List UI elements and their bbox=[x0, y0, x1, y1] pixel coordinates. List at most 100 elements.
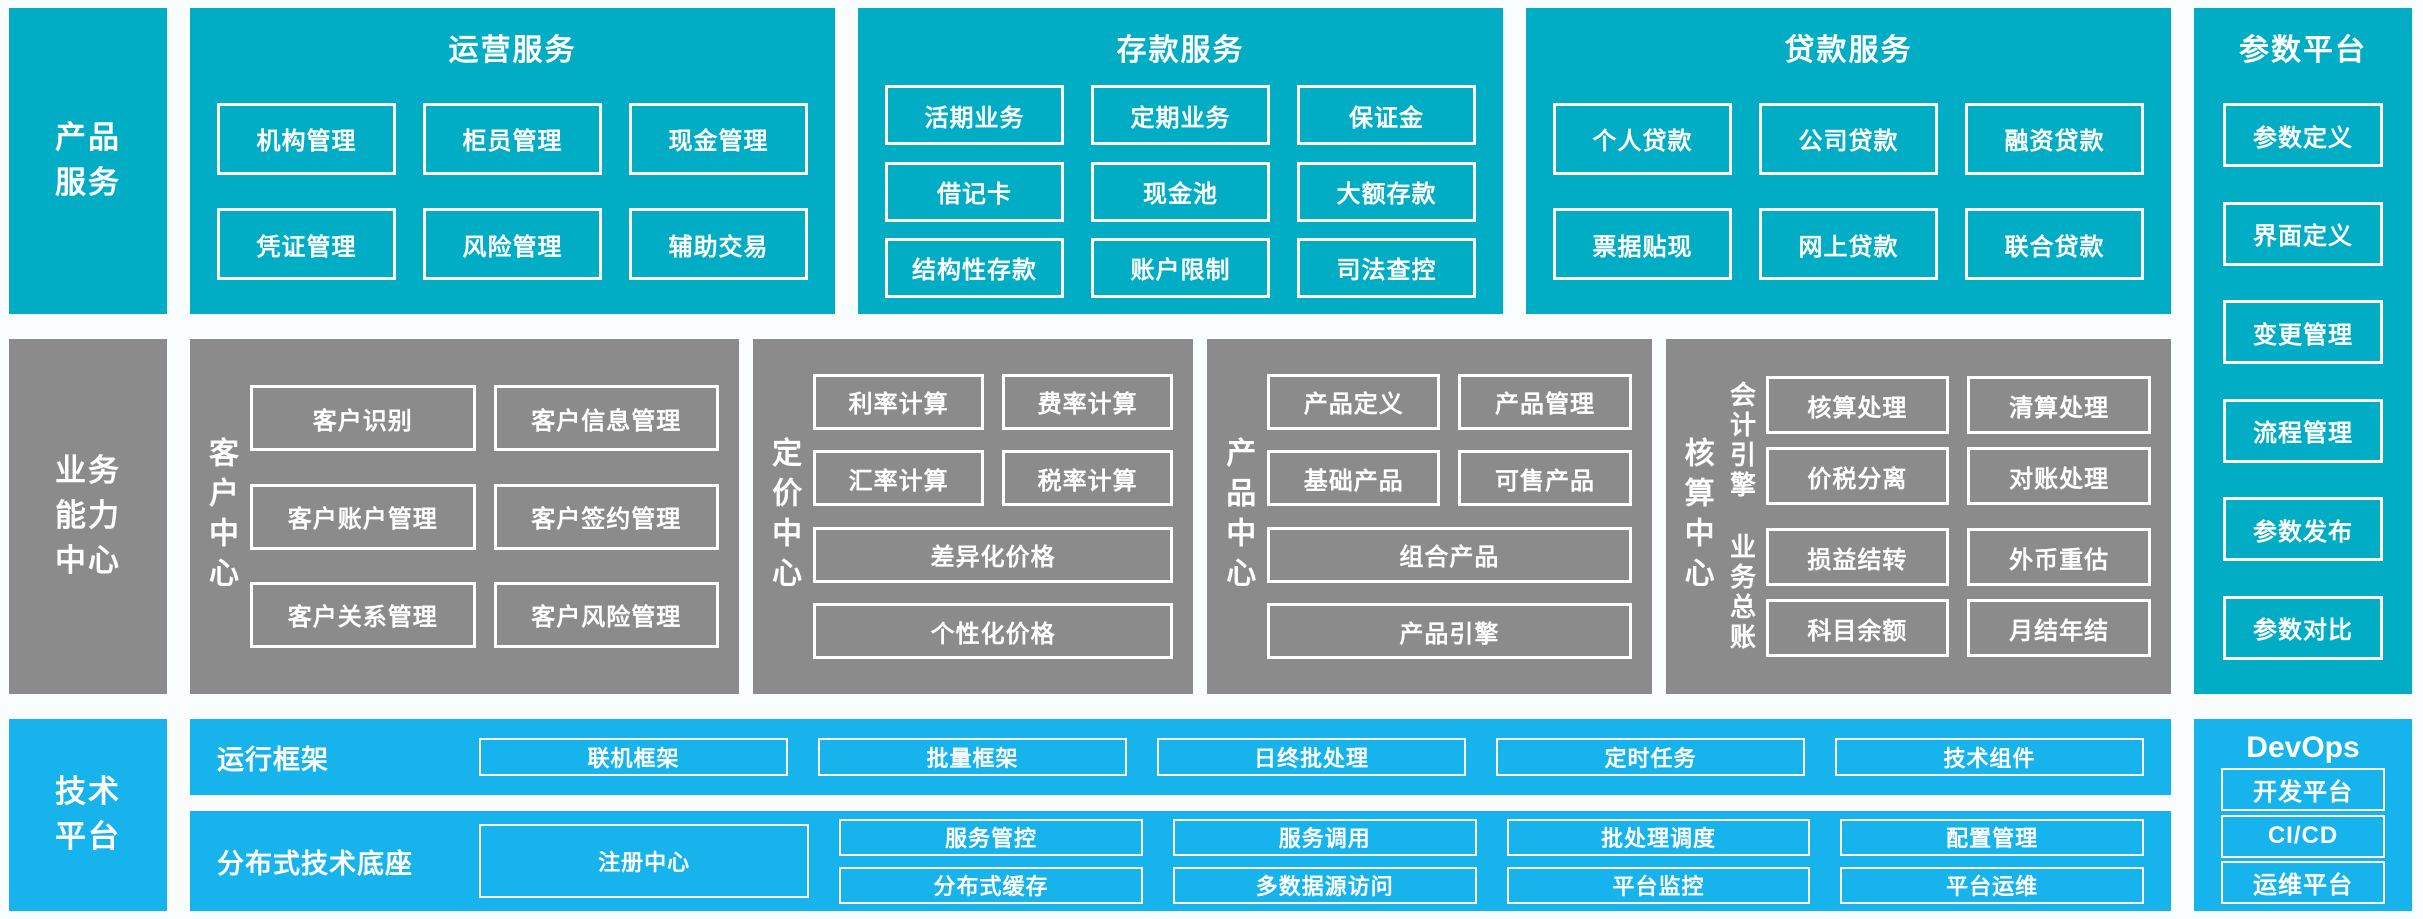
module-box: 融资贷款 bbox=[1965, 102, 2144, 175]
module-box: 网上贷款 bbox=[1759, 208, 1938, 281]
section-operations-services: 运营服务 机构管理 柜员管理 现金管理 凭证管理 风险管理 辅助交易 bbox=[190, 8, 835, 314]
rail-label-business-capability-center: 业务 能力 中心 bbox=[9, 339, 167, 694]
module-box: 平台监控 bbox=[1506, 866, 1811, 904]
module-box: 产品定义 bbox=[1267, 373, 1441, 430]
module-box: 清算处理 bbox=[1967, 376, 2151, 434]
registry-center-box: 注册中心 bbox=[479, 824, 810, 898]
section-product-center: 产品中心 产品定义 产品管理 基础产品 可售产品 组合产品 产品引擎 bbox=[1207, 339, 1652, 694]
module-box: 变更管理 bbox=[2223, 300, 2383, 365]
module-box: 参数对比 bbox=[2223, 595, 2383, 660]
module-box: 凭证管理 bbox=[217, 208, 396, 281]
module-box: 参数发布 bbox=[2223, 497, 2383, 562]
module-box: 可售产品 bbox=[1458, 450, 1632, 507]
section-deposit-services: 存款服务 活期业务 定期业务 保证金 借记卡 现金池 大额存款 结构性存款 账户… bbox=[858, 8, 1503, 314]
module-box: 账户限制 bbox=[1091, 237, 1270, 298]
rail-label-technology-platform: 技术 平台 bbox=[9, 719, 167, 911]
module-box: 联机框架 bbox=[479, 738, 788, 776]
section-loan-services: 贷款服务 个人贷款 公司贷款 融资贷款 票据贴现 网上贷款 联合贷款 bbox=[1526, 8, 2171, 314]
section-title: 参数平台 bbox=[2239, 34, 2367, 67]
module-box: 公司贷款 bbox=[1759, 102, 1938, 175]
section-distributed-base: 分布式技术底座 注册中心 服务管控 服务调用 批处理调度 配置管理 分布式缓存 … bbox=[190, 811, 2171, 911]
accounting-groups: 会计引擎 核算处理 清算处理 价税分离 对账处理 业务总账 损益结转 外币重估 … bbox=[1726, 353, 2151, 680]
module-box: 批处理调度 bbox=[1506, 818, 1811, 856]
accounting-engine-group: 会计引擎 核算处理 清算处理 价税分离 对账处理 bbox=[1726, 376, 2151, 505]
rail-label-product-services: 产品 服务 bbox=[9, 8, 167, 314]
center-label: 产品中心 bbox=[1221, 436, 1255, 597]
pricing-grid: 利率计算 费率计算 汇率计算 税率计算 差异化价格 个性化价格 bbox=[813, 353, 1174, 680]
section-runtime-framework: 运行框架 联机框架 批量框架 日终批处理 定时任务 技术组件 bbox=[190, 719, 2171, 795]
product-grid: 产品定义 产品管理 基础产品 可售产品 组合产品 产品引擎 bbox=[1267, 353, 1632, 680]
module-box: 月结年结 bbox=[1967, 599, 2151, 657]
module-box: CI/CD bbox=[2221, 814, 2385, 858]
module-box: 外币重估 bbox=[1967, 528, 2151, 586]
section-title: DevOps bbox=[2246, 731, 2360, 764]
module-box: 利率计算 bbox=[813, 373, 985, 430]
module-box: 客户关系管理 bbox=[250, 581, 476, 648]
row-label: 运行框架 bbox=[217, 744, 329, 775]
module-box: 流程管理 bbox=[2223, 398, 2383, 463]
module-box: 差异化价格 bbox=[813, 526, 1174, 583]
module-box: 个性化价格 bbox=[813, 603, 1174, 660]
module-box: 批量框架 bbox=[818, 738, 1127, 776]
center-label: 核算中心 bbox=[1679, 436, 1713, 597]
module-box: 个人贷款 bbox=[1553, 102, 1732, 175]
section-devops: DevOps 开发平台 CI/CD 运维平台 bbox=[2194, 719, 2412, 911]
distributed-grid: 服务管控 服务调用 批处理调度 配置管理 分布式缓存 多数据源访问 平台监控 平… bbox=[839, 818, 2144, 904]
module-box: 借记卡 bbox=[885, 161, 1064, 222]
module-box: 对账处理 bbox=[1967, 447, 2151, 505]
module-box: 界面定义 bbox=[2223, 201, 2383, 266]
module-box: 现金管理 bbox=[629, 102, 808, 175]
module-box: 服务管控 bbox=[839, 818, 1143, 856]
technology-platform-band: 运行框架 联机框架 批量框架 日终批处理 定时任务 技术组件 分布式技术底座 注… bbox=[190, 719, 2171, 911]
loan-grid: 个人贷款 公司贷款 融资贷款 票据贴现 网上贷款 联合贷款 bbox=[1526, 69, 2171, 314]
devops-stack: 开发平台 CI/CD 运维平台 bbox=[2194, 765, 2412, 911]
module-box: 产品引擎 bbox=[1267, 603, 1632, 660]
section-title: 运营服务 bbox=[448, 34, 577, 67]
group-label: 会计引擎 bbox=[1726, 380, 1757, 501]
module-box: 活期业务 bbox=[885, 85, 1064, 146]
module-box: 汇率计算 bbox=[813, 450, 985, 507]
center-label: 客户中心 bbox=[204, 436, 237, 597]
module-box: 客户识别 bbox=[250, 385, 476, 452]
module-box: 联合贷款 bbox=[1965, 208, 2144, 281]
module-box: 开发平台 bbox=[2221, 768, 2385, 812]
module-box: 客户风险管理 bbox=[493, 581, 720, 648]
module-box: 现金池 bbox=[1091, 161, 1270, 222]
module-box: 平台运维 bbox=[1840, 866, 2144, 904]
module-box: 价税分离 bbox=[1765, 447, 1950, 505]
module-box: 产品管理 bbox=[1458, 373, 1632, 430]
module-box: 柜员管理 bbox=[423, 102, 602, 175]
module-box: 机构管理 bbox=[217, 102, 396, 175]
module-box: 配置管理 bbox=[1840, 818, 2144, 856]
module-box: 服务调用 bbox=[1172, 818, 1477, 856]
center-label: 定价中心 bbox=[767, 436, 801, 597]
module-box: 保证金 bbox=[1297, 85, 1476, 146]
deposit-grid: 活期业务 定期业务 保证金 借记卡 现金池 大额存款 结构性存款 账户限制 司法… bbox=[858, 69, 1503, 314]
module-box: 大额存款 bbox=[1297, 161, 1476, 222]
module-box: 客户信息管理 bbox=[493, 385, 720, 452]
module-box: 科目余额 bbox=[1765, 599, 1950, 657]
module-box: 参数定义 bbox=[2223, 103, 2383, 168]
customer-grid: 客户识别 客户信息管理 客户账户管理 客户签约管理 客户关系管理 客户风险管理 bbox=[250, 353, 720, 680]
params-stack: 参数定义 界面定义 变更管理 流程管理 参数发布 参数对比 bbox=[2194, 69, 2412, 694]
module-box: 日终批处理 bbox=[1157, 738, 1466, 776]
section-accounting-center: 核算中心 会计引擎 核算处理 清算处理 价税分离 对账处理 业务总账 损益结转 … bbox=[1665, 339, 2171, 694]
section-parameter-platform: 参数平台 参数定义 界面定义 变更管理 流程管理 参数发布 参数对比 bbox=[2194, 8, 2412, 694]
module-box: 费率计算 bbox=[1002, 373, 1174, 430]
section-title: 贷款服务 bbox=[1784, 34, 1913, 67]
module-box: 客户签约管理 bbox=[493, 483, 720, 550]
module-box: 多数据源访问 bbox=[1172, 866, 1477, 904]
module-box: 核算处理 bbox=[1765, 376, 1950, 434]
module-box: 票据贴现 bbox=[1553, 208, 1732, 281]
group-label: 业务总账 bbox=[1726, 532, 1757, 653]
module-box: 税率计算 bbox=[1002, 450, 1174, 507]
module-box: 分布式缓存 bbox=[839, 866, 1143, 904]
module-box: 组合产品 bbox=[1267, 526, 1632, 583]
section-customer-center: 客户中心 客户识别 客户信息管理 客户账户管理 客户签约管理 客户关系管理 客户… bbox=[190, 339, 740, 694]
module-box: 定期业务 bbox=[1091, 85, 1270, 146]
module-box: 损益结转 bbox=[1765, 528, 1950, 586]
business-capability-band: 客户中心 客户识别 客户信息管理 客户账户管理 客户签约管理 客户关系管理 客户… bbox=[190, 339, 2171, 694]
section-title: 存款服务 bbox=[1116, 34, 1245, 67]
module-box: 基础产品 bbox=[1267, 450, 1441, 507]
